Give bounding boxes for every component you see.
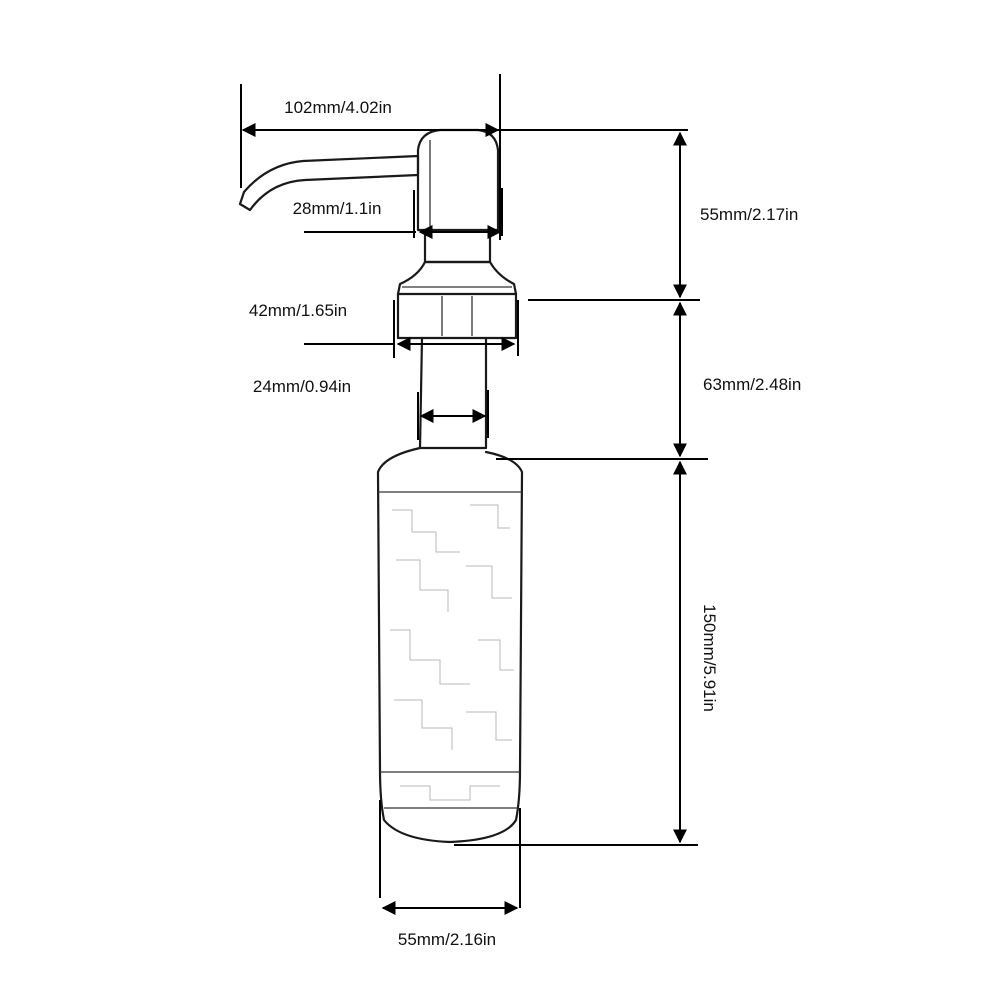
dimension-heights: [454, 129, 708, 846]
label-neck-diameter: 24mm/0.94in: [253, 377, 351, 396]
label-pump-head-diameter: 28mm/1.1in: [293, 199, 382, 218]
spout: [238, 154, 420, 212]
dimension-neck-diameter: [417, 390, 489, 440]
bottle-texture: [390, 504, 514, 801]
dimension-bottle-diameter: [379, 800, 521, 915]
label-bottle-diameter: 55mm/2.16in: [398, 930, 496, 949]
label-shank-height: 63mm/2.48in: [703, 375, 801, 394]
label-pump-head-height: 55mm/2.17in: [700, 205, 798, 224]
dispenser-drawing: [238, 128, 524, 844]
label-collar-diameter: 42mm/1.65in: [249, 301, 347, 320]
bottle: [376, 446, 524, 844]
pump-stem: [423, 228, 492, 264]
dimension-spout-width: [240, 74, 501, 240]
collar-flange: [396, 260, 518, 296]
shank-neck: [418, 336, 488, 450]
dimension-collar-diameter: [304, 300, 519, 358]
label-bottle-height: 150mm/5.91in: [700, 604, 719, 712]
dimension-pump-head-diameter: [304, 188, 503, 239]
label-spout-width: 102mm/4.02in: [284, 98, 392, 117]
lock-nut: [396, 292, 518, 340]
